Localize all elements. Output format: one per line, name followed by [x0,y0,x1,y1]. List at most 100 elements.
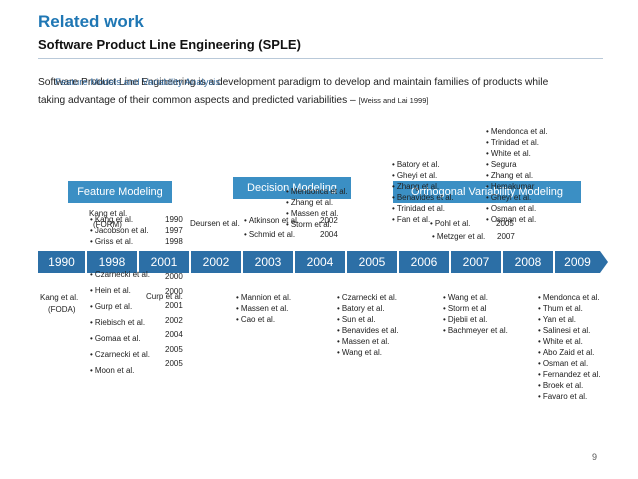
metzger-label: Metzger et al. [432,231,485,242]
author-2009: Osman et al. [486,214,548,225]
fm-author: Hein et al. [90,285,150,301]
fm-year: 2001 [165,301,183,310]
author-2009: Salinesi et al. [538,325,601,336]
fm-author-list-lower: Czarnecki et al. Hein et al. Gurp et al.… [90,269,150,381]
author-2009: White et al. [538,336,601,347]
author-2007: Djebii et al. [443,314,508,325]
pohl-label: Pohl et al. [430,218,471,229]
authors-2007-list: Wang et al. Storm et al Djebii et al. Ba… [443,292,508,336]
intro-line-1: Software Product Line Engineering is a d… [38,77,549,88]
feature-modeling-band: Feature Modeling [68,181,172,203]
overlap-subtitle: Feature Models and Variability Analysis [55,77,221,88]
author-2007: Wang et al. [443,292,508,303]
author-2006: Benavides et al. [392,192,454,203]
fm-year: 2002 [165,315,183,325]
page-number: 9 [592,452,598,462]
author-2009: Mendonca et al. [486,126,548,137]
author-2005: Sun et al. [337,314,399,325]
author-2006: Zhang et al. [392,181,454,192]
timeline-year: 1998 [87,251,137,273]
dm-author: Massen et al. [286,208,348,219]
authors-2003-list: Mannion et al. Massen et al. Cao et al. [236,292,291,325]
author-2007: Bachmeyer et al. [443,325,508,336]
fm-author: Griss et al. [90,236,149,247]
metzger-year: 2007 [497,232,515,241]
author-2009: Zhang et al. [486,170,548,181]
timeline-year: 2009 [555,251,600,273]
author-2005: Benavides et al. [337,325,399,336]
fm-author: Moon et al. [90,365,150,381]
fm-year: 2004 [165,330,183,339]
curp-label: Curp et al. [146,292,183,301]
timeline-year: 2002 [191,251,241,273]
dm-author-list: Mendonca et al. Zhang et al. Massen et a… [286,186,348,230]
author-2003: Massen et al. [236,303,291,314]
foda-label: (FODA) [48,305,76,314]
slide-subtitle: Software Product Line Engineering (SPLE) [38,37,301,52]
author-2006: Gheyi et al. [392,170,454,181]
author-2009: Thum et al. [538,303,601,314]
fm-year: 2005 [165,344,183,354]
fm-author: Jacobson et al. [90,225,149,236]
author-2009: Hemakumar [486,181,548,192]
header-divider [38,58,603,59]
author-2009: Favaro et al. [538,391,601,402]
dm-author: Zhang et al. [286,197,348,208]
author-2009: Segura [486,159,548,170]
fm-year: 2005 [165,359,183,368]
fm-year-list-lower: 2000 2000 2001 2002 2004 2005 2005 [165,271,183,373]
slide-title: Related work [38,12,144,31]
author-2006: Batory et al. [392,159,454,170]
author-2009: Fernandez et al. [538,369,601,380]
author-2006: Fan et al. [392,214,454,225]
author-2005: Massen et al. [337,336,399,347]
fm-author: Czarnecki et al. [90,269,150,285]
author-2005: Batory et al. [337,303,399,314]
timeline-year: 2005 [347,251,397,273]
intro-line-2-text: taking advantage of their common aspects… [38,95,356,106]
author-2009: Abo Zaid et al. [538,347,601,358]
author-2006: Trinidad et al. [392,203,454,214]
author-2009: Mendonca et al. [538,292,601,303]
timeline-year: 2004 [295,251,345,273]
author-2009: White et al. [486,148,548,159]
author-2005: Wang et al. [337,347,399,358]
fm-year: 2000 [165,286,183,296]
authors-2005-list: Czarnecki et al. Batory et al. Sun et al… [337,292,399,358]
author-2009: Broek et al. [538,380,601,391]
schmid-label: Schmid et al. [244,229,295,240]
fm-author: Gomaa et al. [90,333,150,349]
author-2009: Osman et al. [486,203,548,214]
authors-2009-list: Mendonca et al. Thum et al. Yan et al. S… [538,292,601,402]
fm-year-list-top: 1990 1997 1998 [165,214,183,247]
author-2003: Mannion et al. [236,292,291,303]
author-2005: Czarnecki et al. [337,292,399,303]
fm-year: 1998 [165,237,183,246]
fm-year: 2000 [165,272,183,281]
fm-author: Czarnecki et al. [90,349,150,365]
deursen-label: Deursen et al. [190,219,240,228]
intro-citation: [Weiss and Lai 1999] [358,96,429,105]
intro-line-2: taking advantage of their common aspects… [38,95,428,106]
fm-author-list: Kang et al. Jacobson et al. Griss et al. [90,214,149,247]
timeline-year: 2007 [451,251,501,273]
kang-foda-label: Kang et al. [40,293,79,302]
fm-year: 1990 [165,215,183,224]
author-2009: Trinidad et al. [486,137,548,148]
timeline-year: 2001 [139,251,189,273]
timeline-year: 1990 [38,251,85,273]
atkinson-label: Atkinson et al. [244,215,299,226]
dm-author: Mendonca et al. [286,186,348,197]
author-2007: Storm et al [443,303,508,314]
fm-author: Gurp et al. [90,301,150,317]
fm-author: Riebisch et al. [90,317,150,333]
dm-author: Storm et al. [286,219,348,230]
authors-2006-list: Batory et al. Gheyi et al. Zhang et al. … [392,159,454,225]
timeline-arrow-icon [600,251,608,273]
author-2009: Osman et al. [538,358,601,369]
fm-author: Kang et al. [90,214,149,225]
timeline-bar: 1990 1998 2001 2002 2003 2004 2005 2006 … [38,251,600,273]
author-2003: Cao et al. [236,314,291,325]
timeline-year: 2006 [399,251,449,273]
authors-2009-above: Mendonca et al. Trinidad et al. White et… [486,126,548,225]
